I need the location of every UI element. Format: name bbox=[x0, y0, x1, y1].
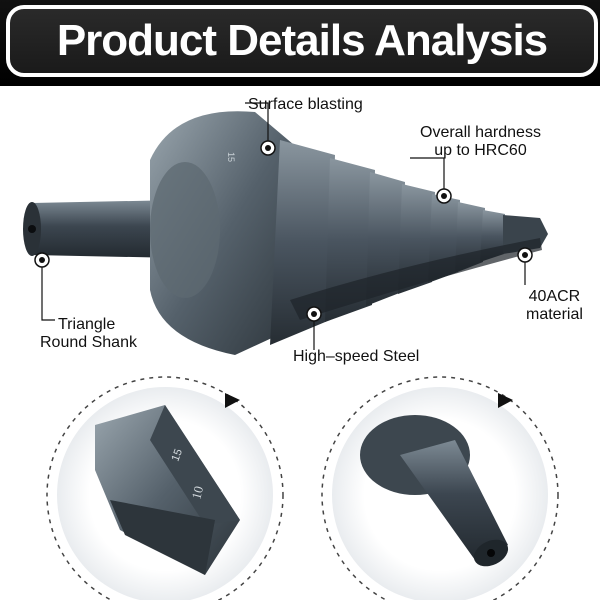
tip-facet bbox=[150, 405, 240, 525]
detail-circle-tip: 15 10 bbox=[46, 376, 284, 600]
title-frame: Product Details Analysis bbox=[6, 5, 598, 77]
dashed-orbit bbox=[46, 376, 284, 600]
title-banner: Product Details Analysis bbox=[0, 0, 600, 86]
marker-dot bbox=[441, 193, 447, 199]
callout-material: 40ACR material bbox=[526, 288, 583, 323]
arrow-icon bbox=[498, 393, 513, 408]
callout-shank: Triangle Round Shank bbox=[40, 316, 137, 351]
tip-shadow bbox=[110, 500, 215, 575]
shank-hole bbox=[487, 549, 495, 557]
leader-hardness bbox=[410, 157, 445, 196]
dashed-orbit bbox=[321, 376, 559, 600]
shank-closeup bbox=[400, 440, 508, 560]
step-drill-bit bbox=[23, 111, 548, 355]
leader-shank bbox=[41, 260, 55, 321]
size-engraving: 10 bbox=[188, 484, 206, 500]
page-title: Product Details Analysis bbox=[56, 16, 548, 65]
callout-surface-blasting: Surface blasting bbox=[248, 96, 363, 113]
marker-dot bbox=[522, 252, 528, 258]
marker-dot bbox=[311, 311, 317, 317]
shank-hole bbox=[28, 225, 36, 233]
callout-markers bbox=[34, 140, 533, 322]
arrow-icon bbox=[225, 393, 240, 408]
drill-shank bbox=[32, 200, 180, 258]
detail-circle-shank bbox=[321, 376, 559, 600]
cone-face bbox=[150, 162, 220, 298]
marker-dot bbox=[265, 145, 271, 151]
leader-surface bbox=[245, 102, 269, 148]
callout-high-speed-steel: High–speed Steel bbox=[293, 348, 420, 365]
marker-dot bbox=[39, 257, 45, 263]
spiral-flute bbox=[290, 238, 542, 320]
size-engraving: 15 bbox=[226, 152, 236, 162]
callout-hardness: Overall hardness up to HRC60 bbox=[420, 124, 541, 159]
size-engraving: 15 bbox=[170, 447, 185, 463]
